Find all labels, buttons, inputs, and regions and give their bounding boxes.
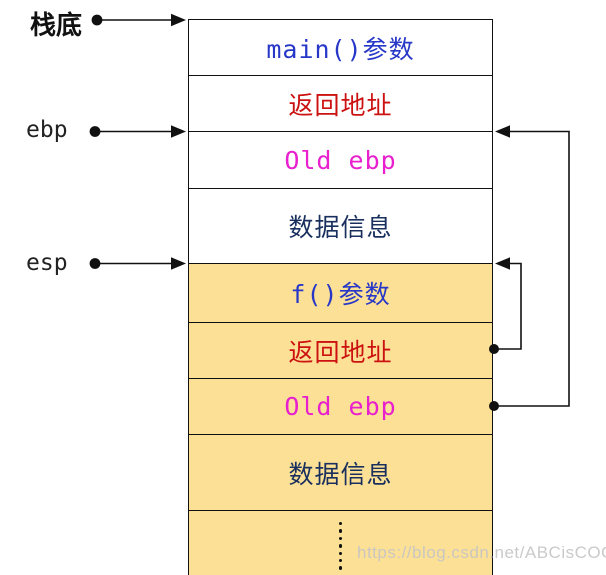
watermark: https://blog.csdn.net/ABCisCOOL	[357, 543, 606, 562]
esp-arrow	[89, 257, 186, 270]
stack-cell-return-address-main: 返回地址	[189, 76, 492, 132]
stack-cell-return-address-f: 返回地址	[189, 323, 492, 379]
ebp-label: ebp	[26, 117, 68, 143]
stack-bottom-arrow	[91, 13, 186, 27]
esp-label: esp	[26, 250, 68, 276]
stack-bottom-label: 栈底	[30, 10, 83, 40]
stack-cell-old-ebp-main: Old ebp	[189, 132, 492, 189]
stack-cell-f-args: f()参数	[189, 264, 492, 323]
stack-cell-data-f: 数据信息	[189, 435, 492, 511]
ebp-arrow	[89, 125, 186, 138]
stack-cell-data-main: 数据信息	[189, 189, 492, 264]
old-ebp-link-arrow	[489, 125, 570, 411]
vertical-ellipsis-icon	[338, 522, 343, 570]
stack-cell-main-args: main()参数	[189, 20, 492, 76]
stack-cell-ellipsis	[189, 511, 492, 575]
stack-box: main()参数 返回地址 Old ebp 数据信息 f()参数 返回地址 Ol…	[188, 19, 493, 575]
return-address-link-arrow	[489, 257, 522, 354]
stack-cell-old-ebp-f: Old ebp	[189, 379, 492, 435]
